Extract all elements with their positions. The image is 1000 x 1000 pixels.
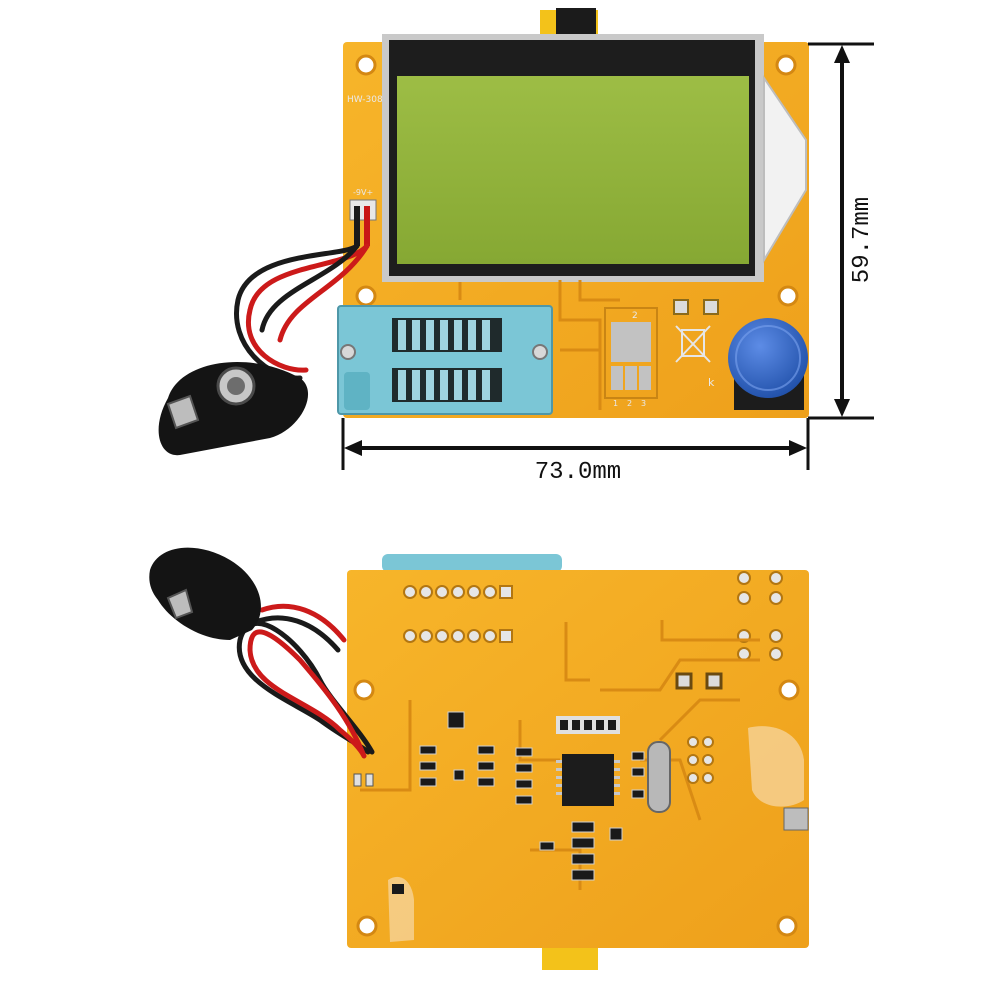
- microcontroller-chip: [562, 754, 614, 806]
- lcd-screen: [397, 76, 749, 264]
- mount-hole: [778, 679, 800, 701]
- power-label: -9V+: [353, 188, 373, 197]
- smd-pad: [611, 322, 651, 362]
- battery-clip-front: [158, 361, 309, 456]
- mount-hole: [775, 54, 797, 76]
- width-dimension-label: 73.0mm: [535, 459, 621, 486]
- pin-label-1: 1: [613, 399, 618, 408]
- back-board: [347, 554, 809, 970]
- pin-label-3: 3: [641, 399, 646, 408]
- battery-clip-back: [149, 547, 261, 640]
- zif-edge: [382, 554, 562, 572]
- pad-number: 2: [632, 311, 638, 321]
- model-text: HW-308: [347, 95, 383, 105]
- mount-hole: [777, 285, 799, 307]
- mount-hole: [353, 679, 375, 701]
- battery-wires-back: [236, 603, 375, 759]
- zif-socket: [337, 305, 553, 415]
- crystal: [647, 741, 671, 813]
- tape-patch: [748, 726, 804, 807]
- test-button[interactable]: [728, 318, 808, 398]
- mount-hole: [355, 54, 377, 76]
- pin-header-holes: [403, 571, 783, 661]
- button-label: k: [708, 376, 715, 389]
- mount-hole: [356, 915, 378, 937]
- smd-components: [419, 711, 645, 881]
- lcd-side-ribbon: [763, 74, 807, 264]
- dimension-annotations: [341, 42, 874, 470]
- mount-hole: [776, 915, 798, 937]
- zif-lever[interactable]: [344, 372, 370, 410]
- front-board: HW-308 -9V+ 2 1 2 3: [337, 8, 809, 418]
- pin-label-2: 2: [627, 399, 632, 408]
- height-dimension-label: 59.7mm: [849, 197, 876, 283]
- resistor-array: [556, 716, 620, 734]
- weee-icon: [675, 325, 711, 363]
- mount-hole: [355, 285, 377, 307]
